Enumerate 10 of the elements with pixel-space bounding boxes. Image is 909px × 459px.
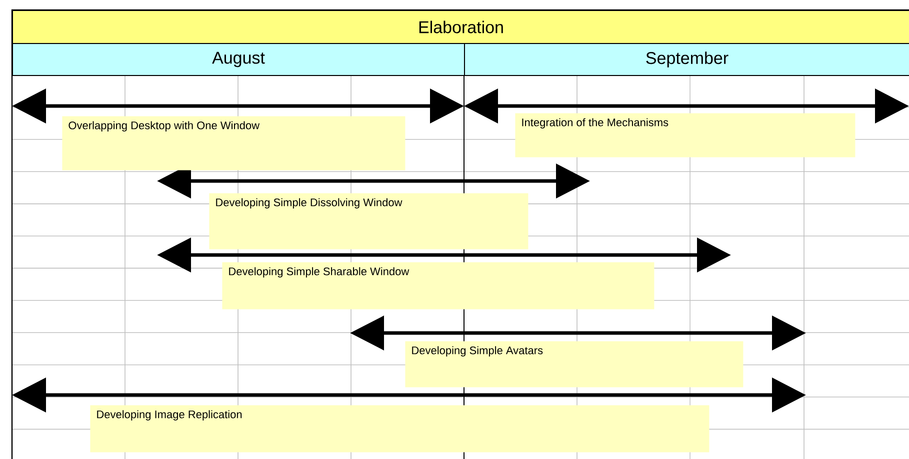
task-label-box: Developing Image Replication (90, 405, 710, 452)
node-label: September (646, 52, 728, 68)
header-band: August (12, 43, 465, 76)
task-label-box: Overlapping Desktop with One Window (62, 116, 406, 170)
task-label-box: Developing Simple Avatars (405, 341, 744, 388)
header-band: Elaboration (12, 10, 909, 44)
header-band: September (464, 43, 909, 76)
task-label-box: Developing Simple Sharable Window (222, 262, 654, 310)
task-label-box: Developing Simple Dissolving Window (209, 193, 528, 250)
task-label-box: Integration of the Mechanisms (515, 113, 856, 158)
